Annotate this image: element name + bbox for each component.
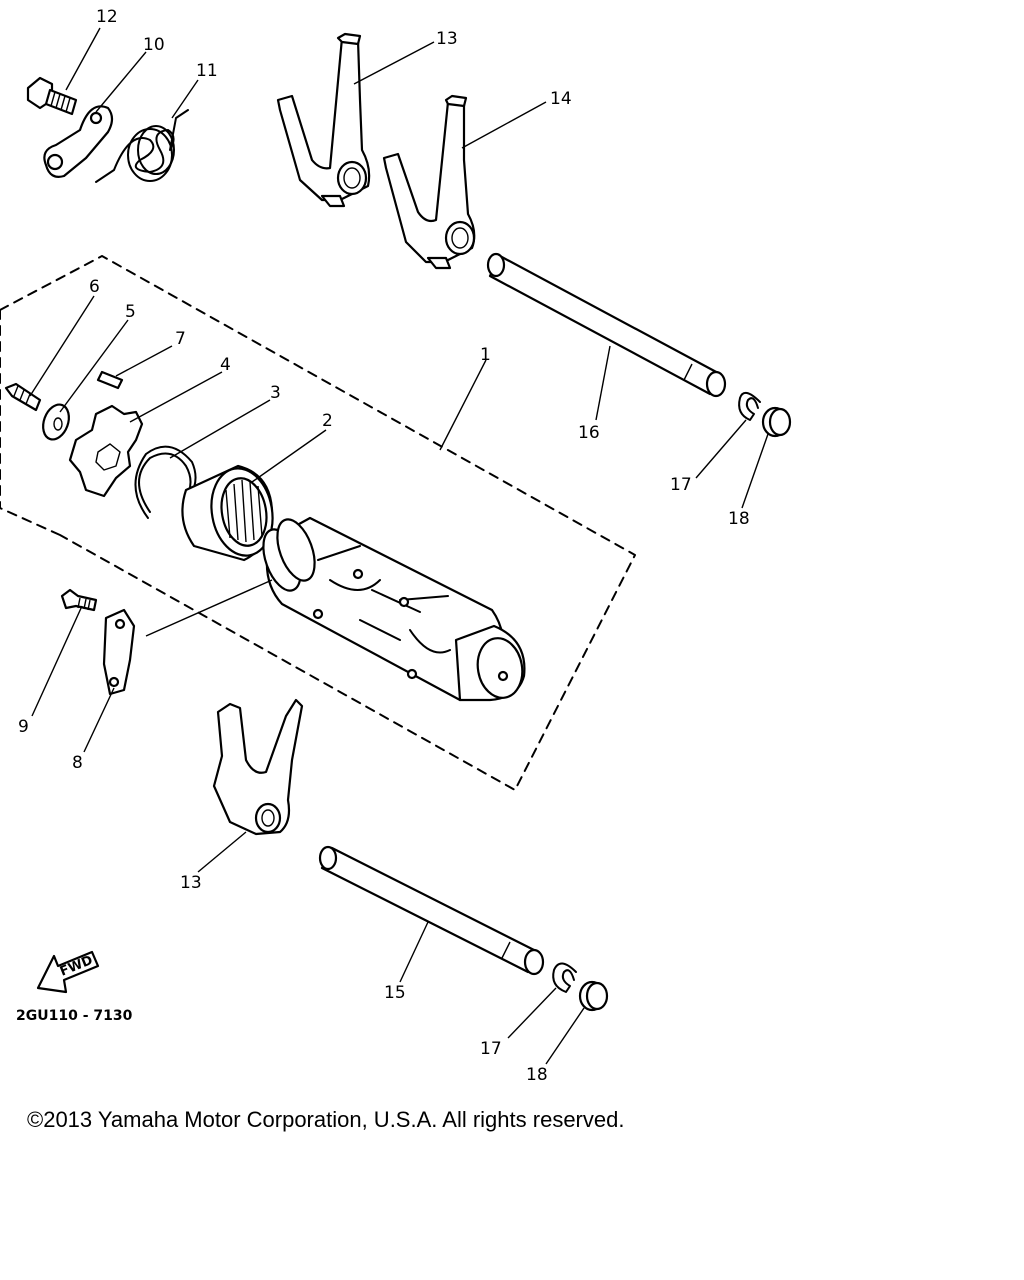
callout-13-lower: 13 xyxy=(180,873,202,893)
callout-13-top: 13 xyxy=(436,29,458,49)
cap-18-top xyxy=(761,406,792,438)
cap-18-lower xyxy=(578,980,609,1012)
copyright-notice: ©2013 Yamaha Motor Corporation, U.S.A. A… xyxy=(27,1107,625,1132)
callout-17-lower: 17 xyxy=(480,1039,502,1059)
callout-10: 10 xyxy=(143,35,165,55)
circlip-17-top xyxy=(738,391,761,421)
callout-5: 5 xyxy=(125,302,136,322)
circlip-3 xyxy=(134,445,197,519)
segment-4 xyxy=(68,404,144,498)
parts-diagram: FWD 1 2 3 4 5 6 7 8 9 10 11 12 13 14 15 … xyxy=(0,7,792,1085)
screw-9 xyxy=(60,588,98,612)
callout-6: 6 xyxy=(89,277,100,297)
shift-fork-13-lower xyxy=(212,698,304,836)
shaft-15 xyxy=(318,845,545,976)
bolt-12 xyxy=(26,76,78,116)
assembly-outline xyxy=(0,255,636,791)
pin-7 xyxy=(96,370,124,390)
shift-fork-14 xyxy=(382,94,476,270)
callout-18-top: 18 xyxy=(728,509,750,529)
shift-fork-13-top xyxy=(276,32,371,208)
bearing-2 xyxy=(181,464,274,562)
callout-17-top: 17 xyxy=(670,475,692,495)
callout-12: 12 xyxy=(96,7,118,27)
plate-10 xyxy=(43,105,114,178)
callout-15: 15 xyxy=(384,983,406,1003)
callout-16: 16 xyxy=(578,423,600,443)
callout-4: 4 xyxy=(220,355,231,375)
fwd-arrow-icon: FWD xyxy=(36,950,100,994)
shaft-16 xyxy=(486,252,727,398)
callout-2: 2 xyxy=(322,411,333,431)
shift-drum xyxy=(262,516,526,702)
spring-11 xyxy=(95,109,189,183)
callout-7: 7 xyxy=(175,329,186,349)
callout-9: 9 xyxy=(18,717,29,737)
callout-1: 1 xyxy=(480,345,491,365)
leader-lines xyxy=(29,27,769,1065)
callout-18-lower: 18 xyxy=(526,1065,548,1085)
plate-8 xyxy=(102,608,136,696)
washer-5 xyxy=(42,403,70,441)
callout-14: 14 xyxy=(550,89,572,109)
drawing-code: 2GU110 - 7130 xyxy=(16,1008,133,1024)
callout-8: 8 xyxy=(72,753,83,773)
callout-3: 3 xyxy=(270,383,281,403)
callout-11: 11 xyxy=(196,61,218,81)
screw-6 xyxy=(4,382,42,412)
circlip-17-lower xyxy=(552,962,577,993)
